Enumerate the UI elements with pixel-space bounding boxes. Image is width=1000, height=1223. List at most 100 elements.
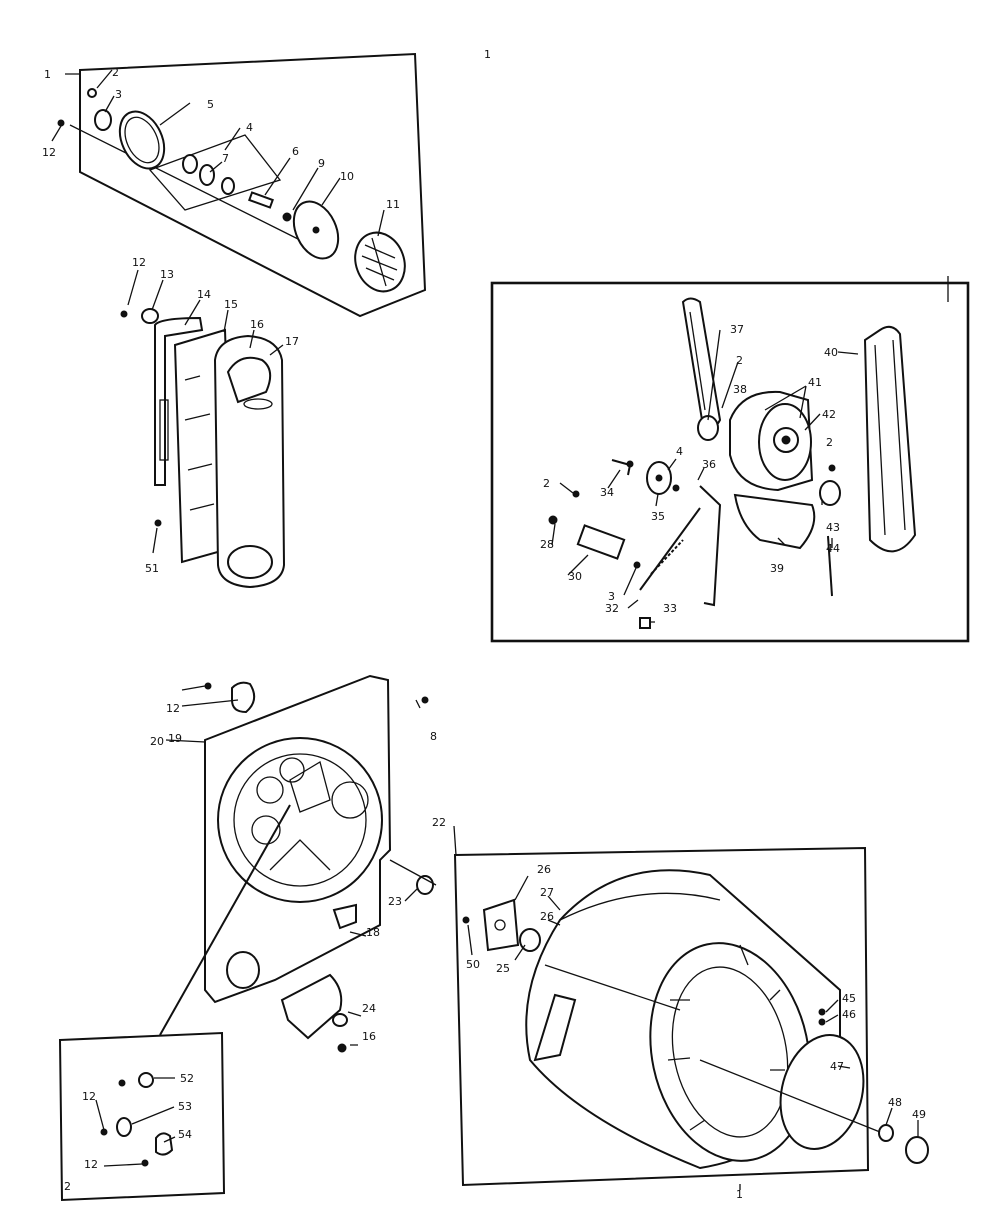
blower-assembly-frame (79, 52, 427, 318)
inset-frame (58, 1031, 226, 1202)
callout-1: 1 (44, 68, 51, 81)
callout-2c: 2 (543, 477, 550, 490)
callout-42: 42 (822, 408, 836, 421)
idler-spring (650, 539, 684, 575)
callout-44: 44 (826, 542, 840, 555)
part-51-screw (154, 519, 162, 527)
callout-23: 23 (388, 895, 402, 908)
part-14-seal (154, 316, 204, 486)
callout-15: 15 (224, 298, 238, 311)
part-16-duct-seal (226, 356, 272, 404)
bulkhead-assembly (159, 674, 437, 1053)
callout-3: 3 (115, 88, 122, 101)
bearing-kit-outline (148, 134, 282, 211)
callout-28: 28 (540, 538, 554, 551)
callout-1c: 1 (736, 1188, 743, 1201)
housing-outlet (227, 545, 273, 579)
part-39-motor-mount (733, 493, 816, 550)
callout-52: 52 (180, 1072, 194, 1085)
callout-48: 48 (888, 1096, 902, 1109)
callout-22: 22 (432, 816, 446, 829)
part-3-washer-b (633, 561, 641, 569)
part-7-bearing-c (221, 177, 235, 195)
callout-9: 9 (318, 157, 325, 170)
part-43-pulley (819, 480, 841, 506)
callout-51: 51 (145, 562, 159, 575)
callout-47: 47 (830, 1060, 844, 1073)
part-52-clip (138, 1072, 154, 1088)
part-49-cap (905, 1136, 929, 1164)
callout-50: 50 (466, 958, 480, 971)
part-8-screw (421, 696, 429, 704)
callout-46: 46 (842, 1008, 856, 1021)
bulkhead-port (226, 951, 260, 989)
part-47-front-seal (779, 1034, 865, 1150)
callout-38: 38 (733, 383, 747, 396)
callout-13: 13 (160, 268, 174, 281)
part-32-rod (639, 507, 701, 591)
part-24-roller (280, 973, 343, 1040)
callout-34: 34 (600, 486, 614, 499)
part-26-bracket (482, 898, 520, 952)
callout-43: 43 (826, 521, 840, 534)
callout-1b: 1 (484, 48, 491, 61)
part-54-cap (155, 1132, 174, 1156)
drum-assembly (453, 825, 929, 1190)
inset-detail (58, 1031, 226, 1202)
callout-45: 45 (842, 992, 856, 1005)
callout-11: 11 (386, 198, 400, 211)
part-7-bearing (182, 154, 198, 174)
drum-assembly-frame (453, 846, 870, 1187)
part-12-screw-d (118, 1079, 126, 1087)
callout-37: 37 (730, 323, 744, 336)
part-6-shaft (248, 191, 274, 209)
part-13-clip (141, 308, 159, 324)
bulkhead-ring (217, 737, 383, 903)
motor-assembly-frame (490, 281, 970, 643)
part-2-screw-c (572, 490, 580, 498)
callout-12: 12 (42, 146, 56, 159)
callout-2e: 2 (64, 1180, 71, 1193)
callout-2b: 2 (736, 354, 743, 367)
part-48-nut (878, 1124, 894, 1142)
part-11-blower-wheel (354, 231, 406, 293)
part-40-drum-belt (863, 325, 917, 553)
callout-12c: 12 (166, 702, 180, 715)
part-12-screw-c (204, 682, 212, 690)
part-45-screw (818, 1008, 826, 1016)
callout-25: 25 (496, 962, 510, 975)
callout-41: 41 (808, 376, 822, 389)
part-44-bolt (827, 535, 833, 597)
callout-32: 32 (605, 602, 619, 615)
part-12-screw-f (141, 1159, 149, 1167)
duct-assembly (120, 269, 286, 589)
callout-14: 14 (197, 288, 211, 301)
callout-labels: 1 2 3 5 4 7 6 9 10 11 12 12 13 14 15 16 … (42, 48, 926, 1201)
callout-17: 17 (285, 335, 299, 348)
callout-16: 16 (250, 318, 264, 331)
leader-to-inset (159, 804, 291, 1036)
callout-33: 33 (663, 602, 677, 615)
part-27-baffle (533, 993, 577, 1062)
callout-6: 6 (292, 145, 299, 158)
callout-40: 40 (824, 346, 838, 359)
part-37-drive-belt (681, 297, 722, 429)
part-2-set-screw (828, 464, 836, 472)
callout-3b: 3 (608, 590, 615, 603)
callout-20: 20 (150, 735, 164, 748)
callout-16b: 16 (362, 1030, 376, 1043)
callout-49: 49 (912, 1108, 926, 1121)
part-46-washer (818, 1018, 826, 1026)
callout-35: 35 (651, 510, 665, 523)
callout-26: 26 (537, 863, 551, 876)
part-2-screw (87, 88, 97, 98)
part-53-grommet (116, 1117, 132, 1137)
callout-30: 30 (568, 570, 582, 583)
callout-27: 27 (540, 886, 554, 899)
callout-36: 36 (702, 458, 716, 471)
part-3-washer (94, 109, 112, 131)
callout-53: 53 (178, 1100, 192, 1113)
part-5-pulley-disc (118, 110, 166, 170)
callout-7: 7 (222, 152, 229, 165)
